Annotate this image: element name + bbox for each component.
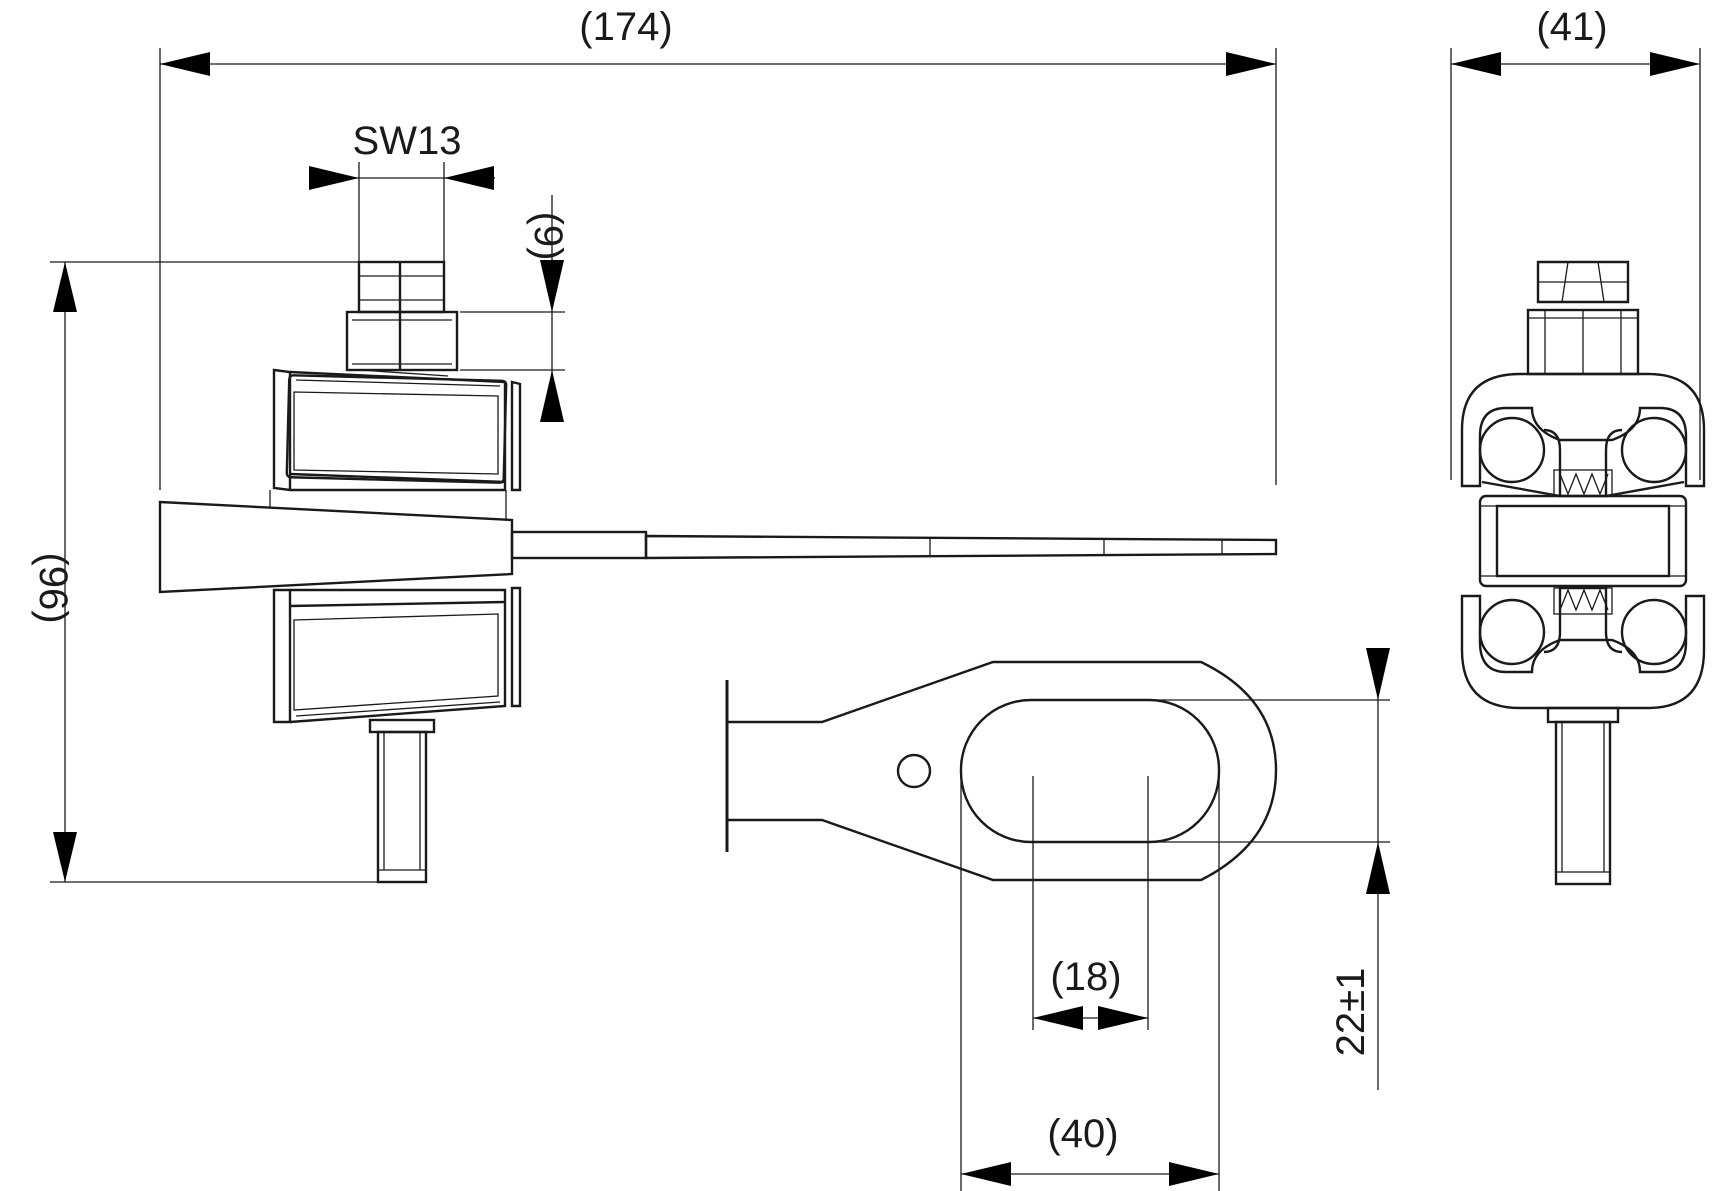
dimension-labels: (174) (41) SW13 (9) (96) 22±1 (18) (40) <box>31 5 1608 1156</box>
dimension-lines <box>50 48 1701 1191</box>
front-lower-housing <box>272 586 522 724</box>
side-upper-body <box>1460 372 1706 498</box>
dim-wrench-size: SW13 <box>353 119 462 163</box>
dim-overall-length: (174) <box>579 5 672 49</box>
dim-slot-width: (18) <box>1050 955 1121 999</box>
side-hex-nut <box>1526 260 1640 376</box>
front-upper-housing <box>272 368 522 492</box>
front-wedge <box>158 490 1278 594</box>
side-lower-body <box>1460 586 1706 710</box>
dim-overall-height: (96) <box>31 552 75 623</box>
dim-side-width: (41) <box>1536 5 1607 49</box>
lug-view <box>725 660 1278 882</box>
front-hex-nut <box>345 260 459 377</box>
front-view <box>158 260 1278 884</box>
front-bolt <box>368 718 436 884</box>
side-view <box>1460 260 1706 886</box>
dim-nut-height: (9) <box>526 212 570 261</box>
dim-eye-width: (40) <box>1047 1112 1118 1156</box>
side-middle-block <box>1478 494 1688 588</box>
dim-eye-height: 22±1 <box>1329 968 1373 1057</box>
side-bolt <box>1546 706 1620 886</box>
